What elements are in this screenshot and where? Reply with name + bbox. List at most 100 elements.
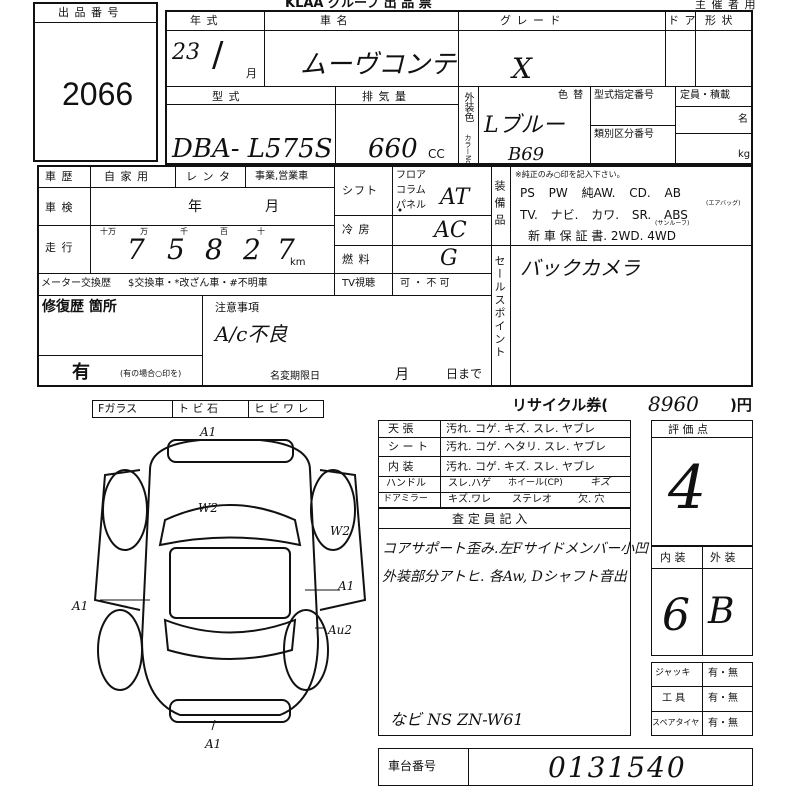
glass-crack: ヒ ビ ワ レ (254, 402, 309, 415)
shift-panel: パネル (396, 200, 426, 211)
ceiling-options: 汚れ. コゲ. キズ. スレ. ヤブレ (446, 422, 595, 435)
damage-rear: A1 (204, 737, 221, 751)
damage-roof: W2 (198, 501, 218, 515)
year-value: 23 (172, 40, 200, 65)
sales-side-label: セールスポイント (493, 255, 506, 359)
roof (169, 547, 291, 619)
equipment-row2-note: (サンルーフ) (655, 220, 690, 227)
history-label: 車 歴 (45, 170, 74, 183)
damage-right-lower: Au2 (327, 623, 352, 637)
spare-label: スペアタイヤ (652, 718, 700, 727)
lot-number: 2066 (62, 76, 134, 112)
mileage-units: 十万 万 千 百 十 (100, 227, 265, 236)
capacity-unit-kg: kg (738, 149, 751, 160)
door-col: ド ア (668, 14, 697, 27)
inspector-line1: コアサポート歪み.左Fサイドメンバー小凹 (382, 541, 649, 557)
cooling-label: 冷 房 (342, 223, 371, 236)
chassis-label: 車台番号 (388, 759, 437, 773)
inspector-line3: なビ NS ZN-W61 (390, 710, 524, 729)
shift-value: AT (440, 185, 470, 210)
jack-label: ジャッキ (655, 668, 691, 678)
interior-score: 6 (662, 590, 690, 641)
private-use: 自 家 用 (104, 170, 149, 183)
cert-label: 型式指定番号 (594, 90, 654, 101)
org-title: KLAA グループ 出 品 票 (285, 0, 432, 11)
inspector-label: 査 定 員 記 入 (452, 512, 528, 526)
tv-options: 可 ・ 不 可 (400, 278, 450, 289)
shift-floor: フロア (396, 170, 426, 181)
glass-chip: ト ビ 石 (178, 402, 218, 415)
disp-unit: CC (428, 147, 445, 161)
business-use: 事業,営業車 (255, 171, 309, 182)
car-col: 車 名 (320, 14, 349, 27)
rear-window (163, 618, 297, 660)
disp-value: 660 (368, 134, 418, 164)
damage-left: A1 (71, 599, 88, 613)
score-label: 評 価 点 (668, 423, 708, 436)
lot-box (33, 2, 158, 162)
inspector-line2: 外装部分アトヒ. 各Aw, Dシャフト音出 (382, 569, 627, 585)
recycle-unit: )円 (730, 396, 752, 414)
notes-value: A/c不良 (215, 322, 288, 346)
grade-value: X (512, 52, 532, 85)
rental-use: レ ン タ (186, 170, 231, 183)
history-table (37, 165, 753, 387)
chassis-box (378, 748, 753, 786)
mirror-options: キズ.ワレ (448, 494, 492, 505)
score-value: 4 (668, 453, 707, 523)
year-col: 年 式 (190, 14, 219, 27)
class-label: 類別区分番号 (594, 129, 654, 140)
tv-label: TV視聴 (342, 278, 375, 289)
fuel-label: 燃 料 (342, 253, 371, 266)
glass-front: Fガラス (98, 402, 138, 415)
color-code-value: B69 (508, 144, 545, 165)
notes-label: 注意事項 (215, 301, 259, 314)
inspection-year: 年 (188, 199, 202, 215)
exterior-score: B (708, 591, 735, 632)
owner-label: 主 催 者 用 (695, 0, 757, 11)
recycle-value: 8960 (648, 392, 699, 416)
equipment-row1-note: (エアバッグ) (706, 200, 741, 207)
color-value: Lブルー (484, 113, 565, 138)
damage-right-upper: W2 (330, 524, 350, 538)
recycle-label: リサイクル券( (512, 396, 609, 414)
tool-value: 有・無 (708, 693, 738, 704)
inspection-label: 車 検 (45, 201, 74, 214)
inspection-month: 月 (265, 199, 279, 215)
wheel-rear-right (283, 609, 329, 691)
wheel-mark: キズ (590, 477, 610, 488)
exterior-score-label: 外 装 (710, 551, 736, 564)
disp-label: 排 気 量 (362, 90, 407, 103)
glass-row (92, 400, 324, 418)
damage-front: A1 (199, 425, 216, 439)
interior-score-label: 内 装 (660, 551, 686, 564)
wheel-rear-left (97, 609, 143, 691)
shift-column: コラム (396, 185, 426, 196)
meter-options: $交換車・*改ざん車・#不明車 (128, 278, 268, 289)
grade-col: グ レ ー ド (500, 14, 562, 27)
header-table (165, 10, 753, 165)
seat-options: 汚れ. コゲ. ヘタリ. スレ. ヤブレ (446, 440, 606, 453)
equipment-note: ※純正のみ○印を記入下さい。 (515, 170, 625, 179)
handle-label: ハンドル (386, 478, 426, 489)
seat-label: シ ー ト (388, 440, 428, 453)
inspector-box (378, 508, 631, 736)
car-body (140, 439, 320, 716)
tool-label: 工 具 (662, 693, 686, 704)
car-value: ムーヴコンテ (300, 50, 457, 80)
wheel-label: ホイール(CP) (508, 478, 563, 488)
interior-table (378, 420, 631, 508)
stereo-label: ステレオ (512, 494, 552, 505)
rename-label: 名変期限日 (270, 371, 320, 382)
capacity-unit-mei: 名 (738, 114, 748, 125)
mileage-label: 走 行 (45, 241, 74, 254)
repair-label: 修復歴 箇所 (42, 299, 117, 315)
type-col: 形 状 (705, 14, 734, 27)
mileage-unit: km (290, 257, 306, 268)
equipment-row1: PS PW 純AW. CD. AB (520, 186, 681, 200)
damage-right: A1 (337, 579, 354, 593)
color-change-label: 色 替 (558, 90, 585, 101)
color-code-side-label: カラーNo. (464, 134, 472, 167)
mirror-label: ドアミラー (383, 494, 428, 504)
